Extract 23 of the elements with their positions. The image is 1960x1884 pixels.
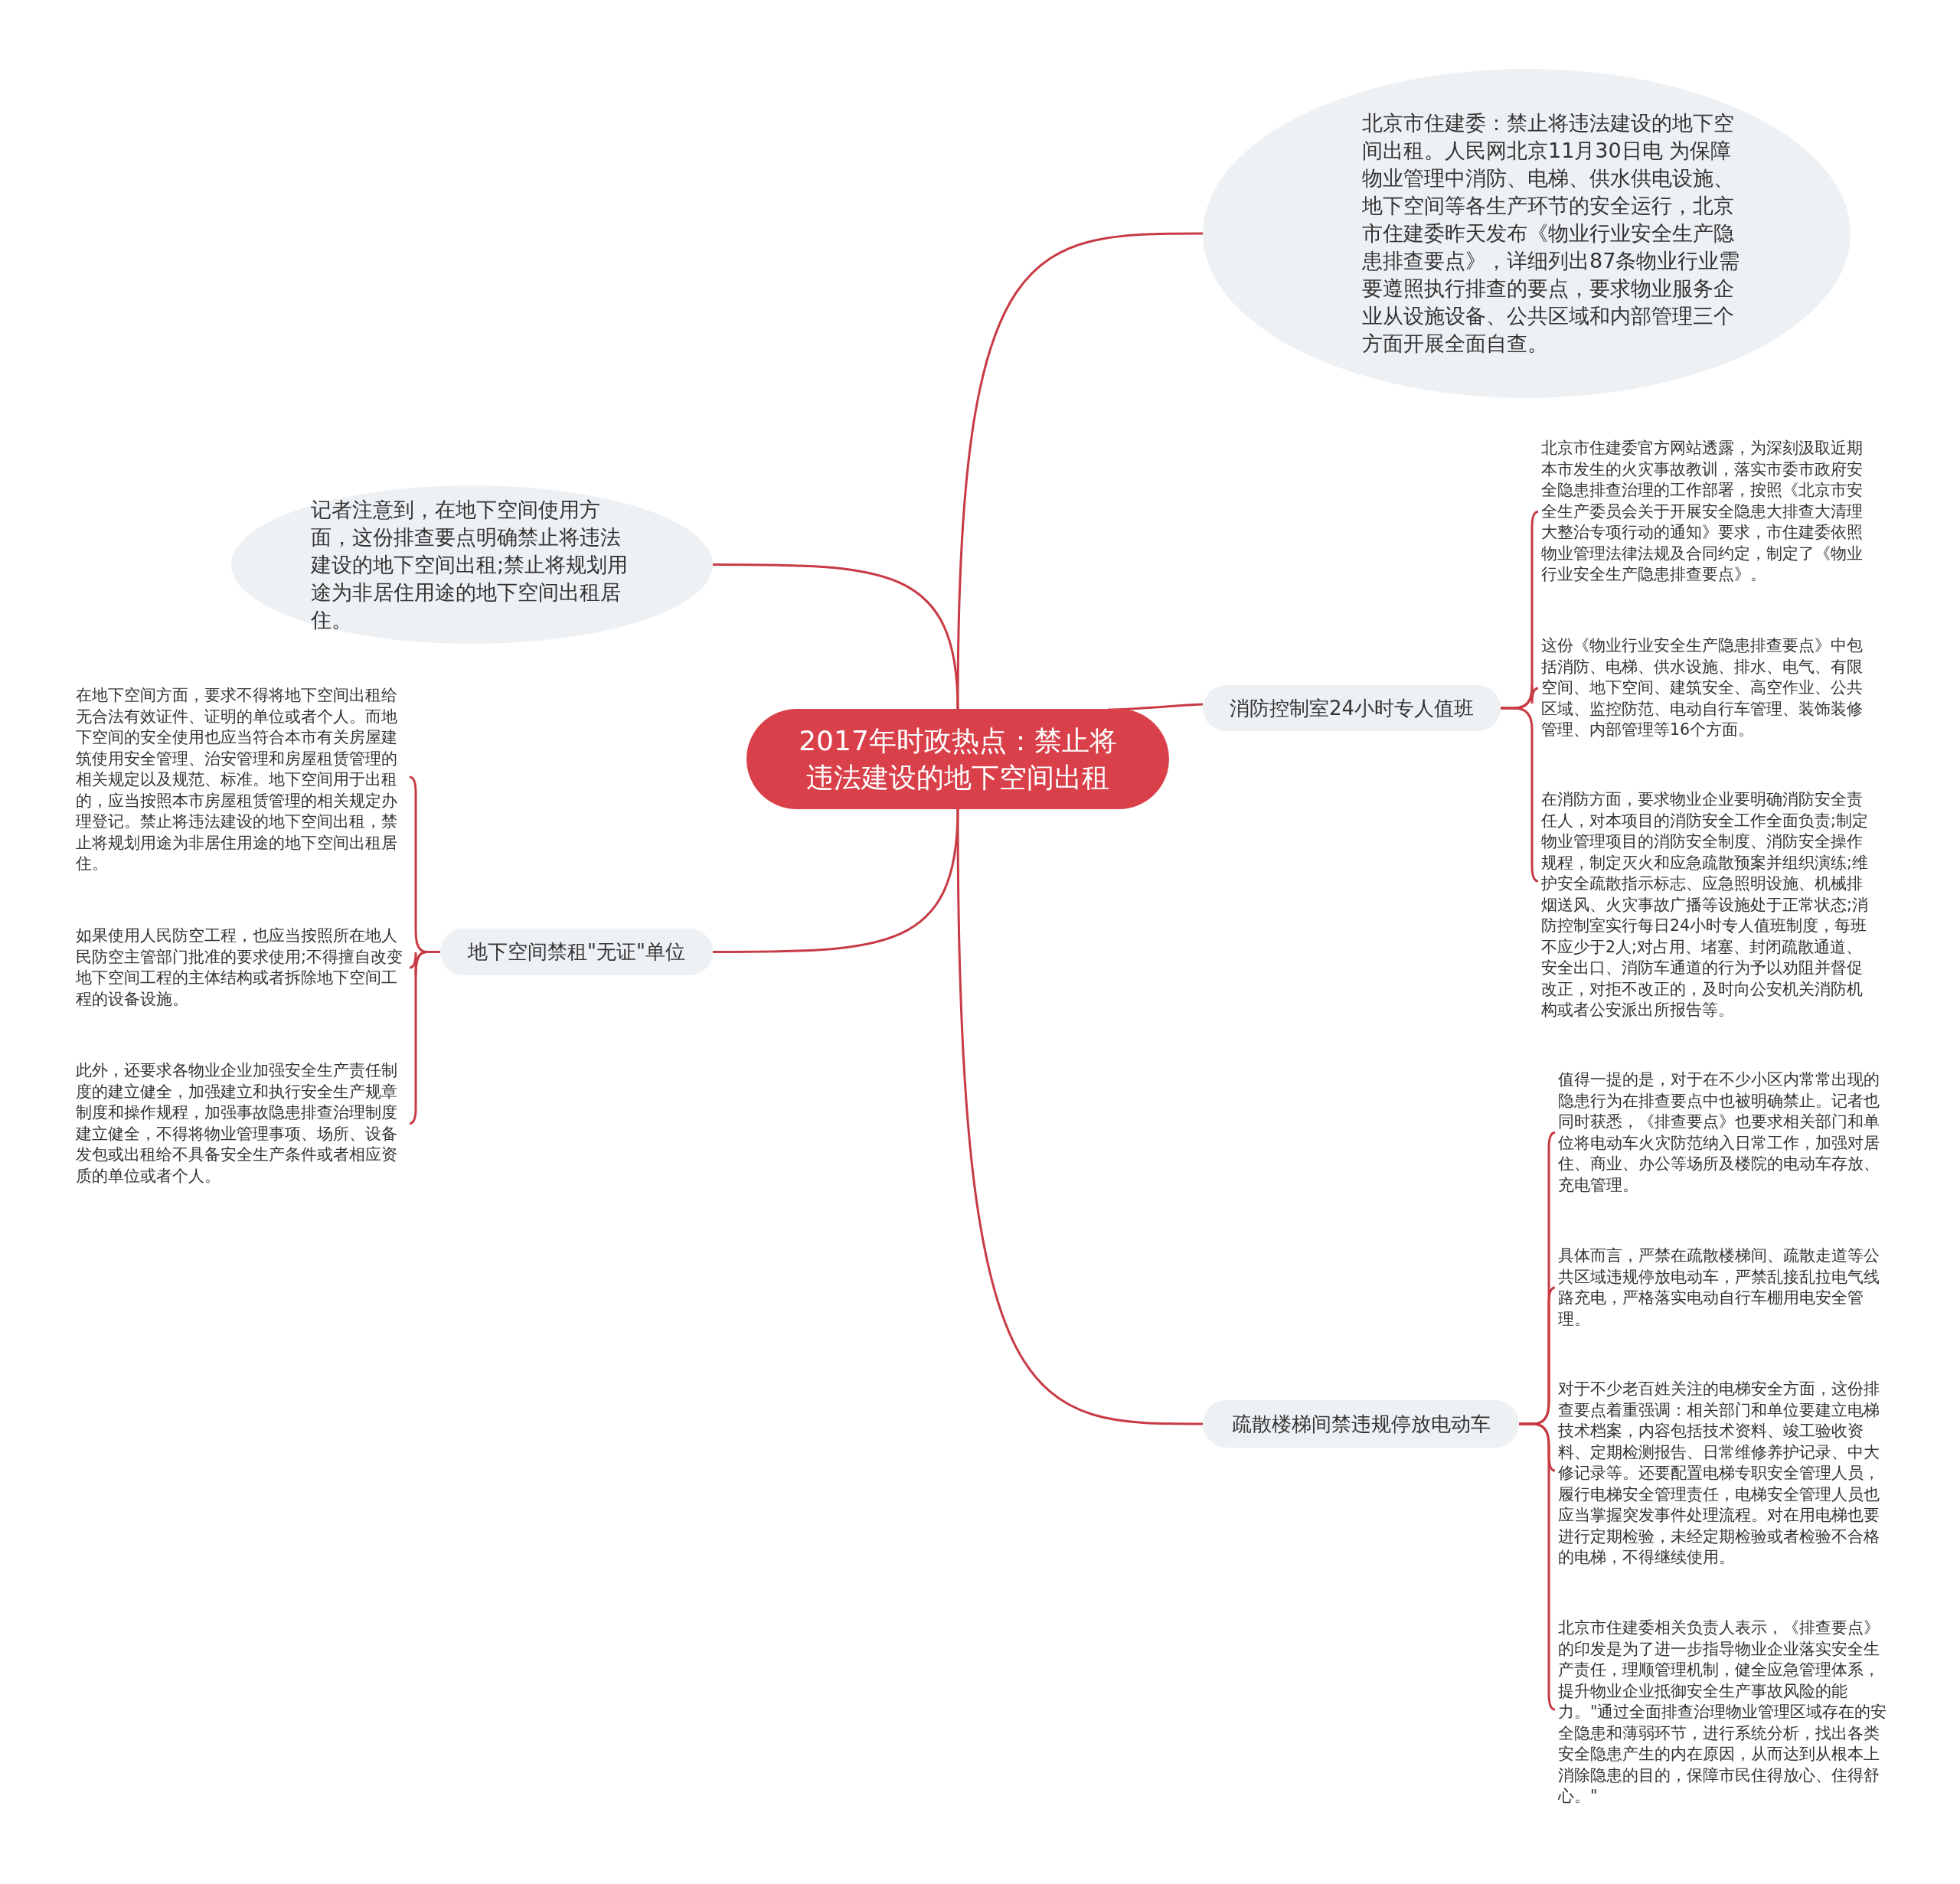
connector xyxy=(956,809,1203,1425)
branch-topic: 消防控制室24小时专人值班 xyxy=(1203,685,1501,731)
central-topic: 2017年时政热点：禁止将违法建设的地下空间出租 xyxy=(746,709,1169,809)
topic-bubble: 北京市住建委：禁止将违法建设的地下空间出租。人民网北京11月30日电 为保障物业管理中消防、电梯、供水供电设施、地下空间等各生产环节的安全运行，北京市住建委昨天发布《物业行业安全生产隐患排查要点》，详细列出87条物业行业需要遵照执行排查的要点，要求物业服务企业从设施设备、公共区域和内部管理三个方面开展全面自查。 xyxy=(1203,69,1851,398)
connector xyxy=(1519,1422,1556,1711)
note-text: 在消防方面，要求物业企业要明确消防安全责任人，对本项目的消防安全工作全面负责;制定物业管理项目的消防安全制度、消防安全操作规程，制定灭火和应急疏散预案并组织演练;维护安全疏散指示标志、应急照明设施、机械排烟送风、火灾事故广播等设施处于正常状态;消防控制室实行每日24小时专人值班制度，每班不应少于2人;对占用、堵塞、封闭疏散通道、安全出口、消防车通道的行为予以劝阻并督促改正，对拒不改正的，及时向公安机关消防机构或者公安派出所报告等。 xyxy=(1541,789,1874,1021)
note-text: 对于不少老百姓关注的电梯安全方面，这份排查要点着重强调：相关部门和单位要建立电梯技术档案，内容包括技术资料、竣工验收资料、定期检测报告、日常维修养护记录、中大修记录等。还要配置电梯专职安全管理人员，履行电梯安全管理责任，电梯安全管理人员也应当掌握突发事件处理流程。对在用电梯也要进行定期检验，未经定期检验或者检验不合格的电梯，不得继续使用。 xyxy=(1558,1379,1889,1569)
branch-topic: 疏散楼梯间禁违规停放电动车 xyxy=(1203,1400,1519,1448)
note-text: 此外，还要求各物业企业加强安全生产责任制度的建立健全，加强建立和执行安全生产规章制度和操作规程，加强事故隐患排查治理制度建立健全，不得将物业管理事项、场所、设备发包或出租给不具备安全生产条件或者相应资质的单位或者个人。 xyxy=(76,1060,407,1187)
note-text: 值得一提的是，对于在不少小区内常常出现的隐患行为在排查要点中也被明确禁止。记者也同时获悉，《排查要点》也要求相关部门和单位将电动车火灾防范纳入日常工作，加强对居住、商业、办公等场所及楼院的电动车存放、充电管理。 xyxy=(1558,1069,1889,1196)
note-text: 北京市住建委官方网站透露，为深刻汲取近期本市发生的火灾事故教训，落实市委市政府安全隐患排查治理的工作部署，按照《北京市安全生产委员会关于开展安全隐患大排查大清理大整治专项行动的通知》要求，市住建委依照物业管理法律法规及合同约定，制定了《物业行业安全生产隐患排查要点》。 xyxy=(1541,438,1874,586)
note-text: 北京市住建委相关负责人表示，《排查要点》的印发是为了进一步指导物业企业落实安全生产责任，理顺管理机制，健全应急管理体系，提升物业企业抵御安全生产事故风险的能力。"通过全面排查治理物业管理区域存在的安全隐患和薄弱环节，进行系统分析，找出各类安全隐患产生的内在原因，从而达到从根本上消除隐患的目的，保障市民住得放心、住得舒心。" xyxy=(1558,1618,1889,1807)
topic-bubble: 记者注意到，在地下空间使用方面，这份排查要点明确禁止将违法建设的地下空间出租;禁止将规划用途为非居住用途的地下空间出租居住。 xyxy=(231,485,713,644)
connector xyxy=(1107,703,1204,711)
connector xyxy=(713,808,959,953)
connector xyxy=(713,563,959,710)
note-text: 具体而言，严禁在疏散楼梯间、疏散走道等公共区域违规停放电动车，严禁乱接乱拉电气线路充电，严格落实电动自行车棚用电安全管理。 xyxy=(1558,1246,1889,1330)
note-text: 这份《物业行业安全生产隐患排查要点》中包括消防、电梯、供水设施、排水、电气、有限空间、地下空间、建筑安全、高空作业、公共区域、监控防范、电动自行车管理、装饰装修管理、内部管理等16个方面。 xyxy=(1541,635,1874,741)
connector xyxy=(1501,707,1539,883)
connector xyxy=(409,951,440,1125)
note-text: 在地下空间方面，要求不得将地下空间出租给无合法有效证件、证明的单位或者个人。而地下空间的安全使用也应当符合本市有关房屋建筑使用安全管理、治安管理和房屋租赁管理的相关规定以及规范、标准。地下空间用于出租的，应当按照本市房屋租赁管理的相关规定办理登记。禁止将违法建设的地下空间出租，禁止将规划用途为非居住用途的地下空间出租居住。 xyxy=(76,685,407,875)
branch-topic: 地下空间禁租"无证"单位 xyxy=(440,929,713,975)
note-text: 如果使用人民防空工程，也应当按照所在地人民防空主管部门批准的要求使用;不得擅自改变地下空间工程的主体结构或者拆除地下空间工程的设备设施。 xyxy=(76,926,407,1010)
